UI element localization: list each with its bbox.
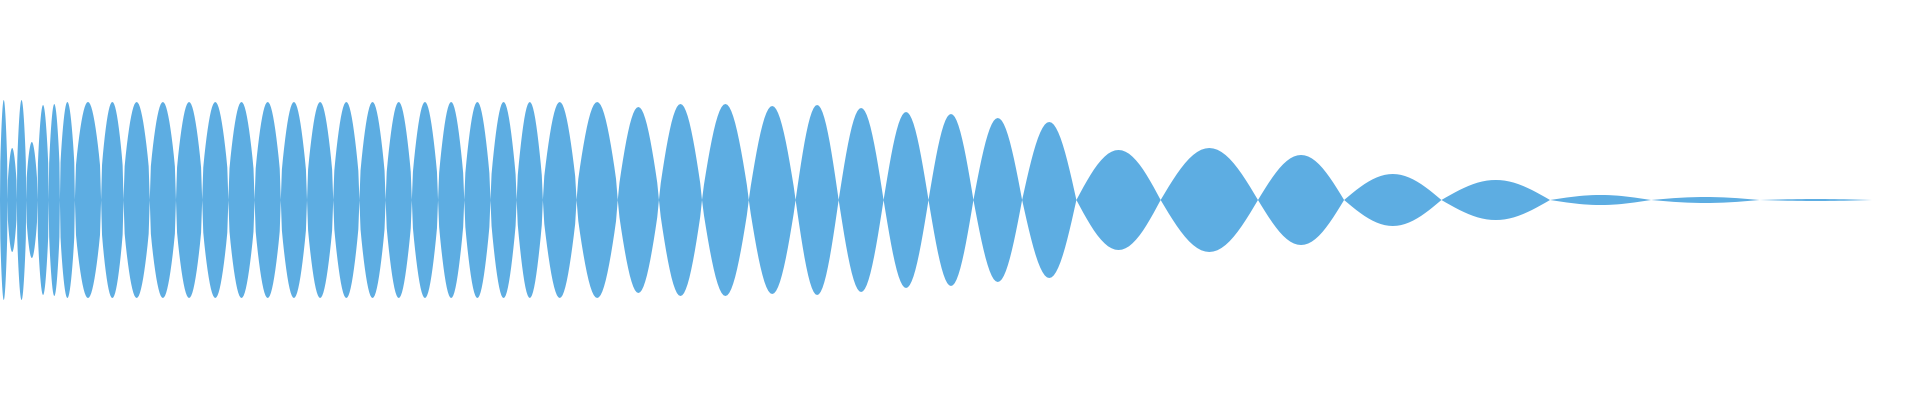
waveform-shape [0,100,1872,300]
